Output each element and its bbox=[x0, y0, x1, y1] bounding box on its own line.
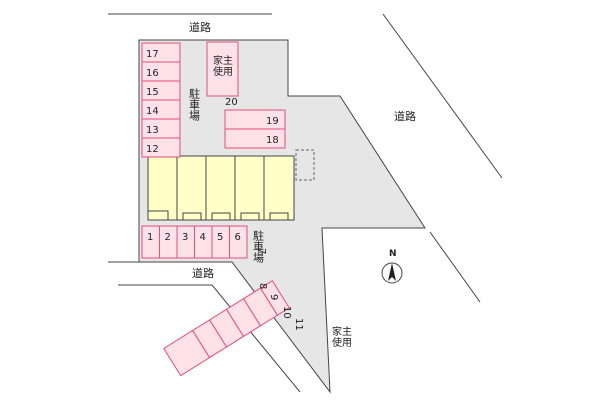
parking-space-number: 11 bbox=[293, 318, 304, 331]
building-bay-dashed bbox=[295, 149, 315, 181]
parking-space-number: 17 bbox=[146, 49, 159, 60]
parking-space-owner-top bbox=[206, 41, 239, 97]
parking-space-number: 20 bbox=[225, 97, 238, 108]
building-step bbox=[147, 210, 169, 221]
north-arrow-icon bbox=[381, 262, 403, 284]
parking-space-number: 16 bbox=[146, 68, 159, 79]
building-unit bbox=[147, 151, 178, 221]
parking-space bbox=[224, 128, 286, 149]
parking-space-number: 12 bbox=[146, 144, 159, 155]
road-line-right-1 bbox=[382, 13, 503, 179]
road-line-lower bbox=[118, 284, 301, 393]
building-unit bbox=[176, 155, 207, 221]
parking-space bbox=[163, 329, 211, 377]
building bbox=[147, 149, 315, 221]
north-label: N bbox=[389, 249, 397, 259]
road-label-right: 道路 bbox=[394, 110, 416, 123]
owner-use-label-bottom: 家主使用 bbox=[332, 327, 352, 349]
building-unit bbox=[205, 155, 236, 221]
parking-space-number: 18 bbox=[266, 135, 279, 146]
parking-space-number: 7 bbox=[256, 248, 267, 255]
road-label-bottom: 道路 bbox=[192, 267, 214, 280]
parking-space-number: 15 bbox=[146, 87, 159, 98]
parking-space bbox=[229, 225, 248, 259]
building-step bbox=[269, 212, 289, 221]
parking-space bbox=[141, 137, 181, 158]
parking-space-number: 10 bbox=[281, 306, 292, 319]
building-unit bbox=[263, 155, 295, 221]
parking-space-number: 1 bbox=[147, 232, 153, 243]
parking-lot-label-upper: 駐車場 bbox=[187, 88, 201, 121]
road-label-top: 道路 bbox=[189, 21, 211, 34]
parking-space-number: 6 bbox=[235, 232, 241, 243]
parking-space-number: 3 bbox=[182, 232, 188, 243]
owner-use-label-top: 家主使用 bbox=[213, 56, 233, 78]
parking-space-number: 8 bbox=[257, 283, 268, 290]
parking-space-number: 13 bbox=[146, 125, 159, 136]
parking-lot-label-lower: 駐車場 bbox=[251, 230, 265, 263]
building-step bbox=[240, 212, 260, 221]
parking-space-number: 14 bbox=[146, 106, 159, 117]
parking-space-number: 19 bbox=[266, 116, 279, 127]
parking-space-number: 5 bbox=[217, 232, 223, 243]
building-step bbox=[182, 212, 202, 221]
building-unit bbox=[234, 155, 265, 221]
parking-space-number: 2 bbox=[165, 232, 171, 243]
parking-space-number: 9 bbox=[268, 294, 279, 301]
road-line-right-2 bbox=[429, 231, 481, 303]
building-step bbox=[211, 212, 231, 221]
parking-spaces-diagonal bbox=[163, 279, 290, 377]
parking-space-number: 4 bbox=[200, 232, 206, 243]
